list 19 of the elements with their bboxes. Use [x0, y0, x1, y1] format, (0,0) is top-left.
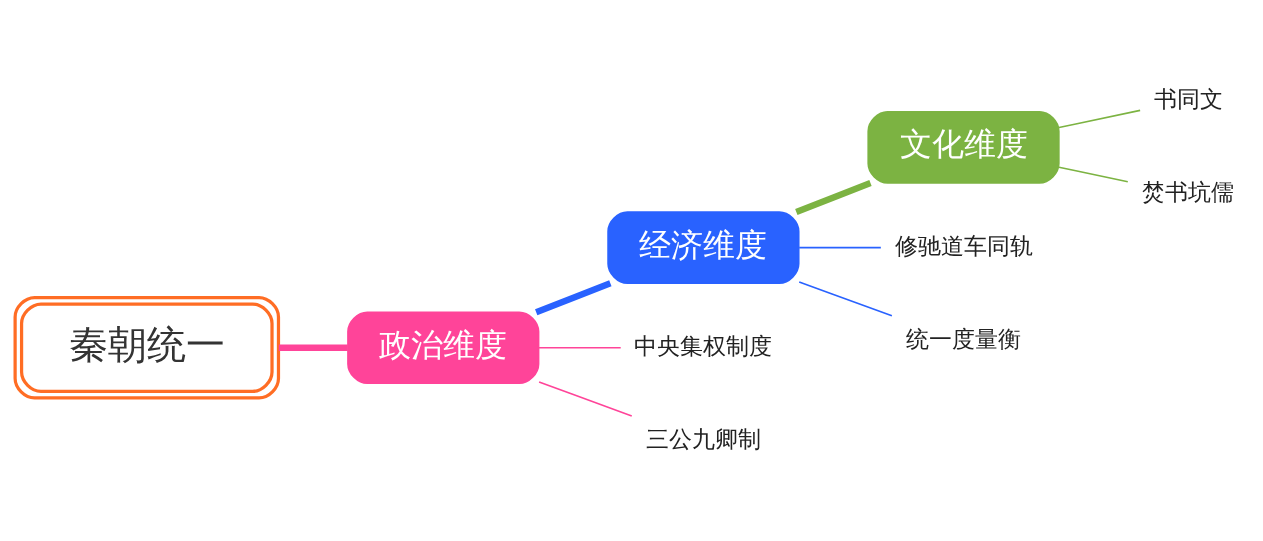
connector [538, 380, 633, 417]
node-box: 经济维度 [607, 210, 800, 284]
node-box: 政治维度 [347, 310, 540, 384]
node-text: 中央集权制度 [634, 332, 773, 359]
node-text: 书同文 [1153, 85, 1223, 112]
node-text: 三公九卿制 [645, 425, 761, 452]
connector [795, 179, 872, 215]
node-text: 统一度量衡 [906, 325, 1022, 352]
node-text: 修驰道车同轨 [894, 232, 1033, 259]
node-box: 秦朝统一 [13, 295, 281, 399]
connector [538, 346, 622, 349]
node-text: 焚书坑儒 [1142, 178, 1235, 205]
connector [798, 246, 882, 248]
node-box: 文化维度 [867, 110, 1060, 184]
connector [278, 344, 348, 351]
connector [798, 280, 893, 317]
connector [535, 279, 612, 315]
connector [1058, 165, 1129, 183]
connector [1058, 109, 1141, 128]
